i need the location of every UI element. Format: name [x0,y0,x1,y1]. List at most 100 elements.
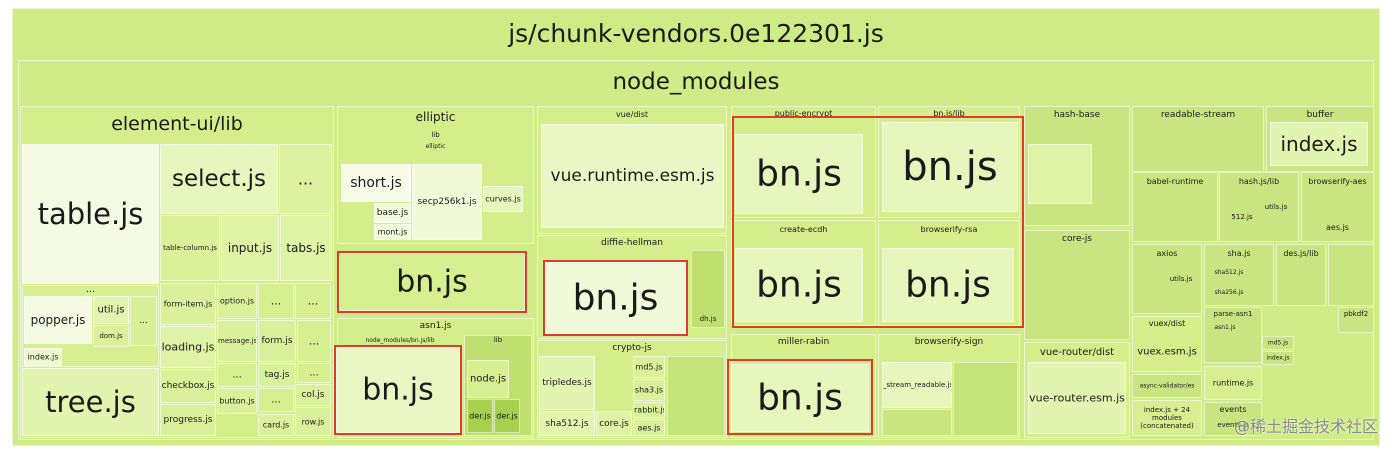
sha-js-cell[interactable]: sha.js sha512.js sha256.js [1204,244,1274,306]
axios-label: axios [1156,249,1178,258]
message-js-cell[interactable]: message.js [217,320,257,362]
miller-rabin-bn-cell[interactable]: bn.js [731,364,869,432]
element-ui-dots-b[interactable]: ... [295,283,331,319]
index-js-small-cell[interactable]: index.js [24,348,62,366]
public-encrypt-bn-cell[interactable]: bn.js [735,134,863,214]
core-js-small-cell[interactable]: core.js [596,411,632,436]
util-js-label: util.js [97,304,125,316]
hash-js-lib-cell[interactable]: hash.js/lib 512.js utils.js [1219,172,1299,242]
secp256k1-js-cell[interactable]: secp256k1.js [412,164,482,240]
element-ui-dots-e[interactable]: ... [297,363,331,383]
option-js-label: option.js [219,296,255,306]
axios-cell[interactable]: axios utils.js [1132,244,1202,314]
popper-js-cell[interactable]: popper.js [24,296,92,344]
misc-right-cell[interactable] [1328,244,1374,306]
asn1-bn-js-cell[interactable]: bn.js [336,347,460,433]
aes-js-small-cell[interactable]: aes.js [633,419,665,436]
bn-lib-label: bn.js/lib [933,109,965,118]
table-column-js-cell[interactable]: table-column.js [160,215,220,281]
element-ui-dots-a[interactable]: ... [258,283,294,319]
watermark: @稀土掘金技术社区 [1233,417,1378,436]
der-js-cell-b[interactable]: der.js [494,399,520,433]
tag-js-cell[interactable]: tag.js [258,363,296,387]
form-js-cell[interactable]: form.js [258,320,296,362]
col-js-cell[interactable]: col.js [295,384,331,406]
col-js-label: col.js [301,390,325,400]
checkbox-js-cell[interactable]: checkbox.js [160,369,216,403]
parse-asn1-cell[interactable]: parse-asn1 asn1.js [1204,307,1262,363]
events-cell[interactable]: events events.js [1204,402,1262,436]
browserify-rsa-label: browserify-rsa [920,225,978,234]
button-js-cell[interactable]: button.js [217,388,257,414]
browserify-sign-rest-cell[interactable] [953,362,1018,436]
readable-stream-cell[interactable]: readable-stream [1132,106,1264,172]
crypto-js-label: crypto-js [612,343,652,353]
util-js-cell[interactable]: util.js [93,296,129,324]
vuex-dist-label: vuex/dist [1148,319,1186,328]
stream-readable-cell[interactable]: _stream_readable.js [882,362,952,408]
base-js-cell[interactable]: base.js [374,203,411,223]
md5-js-cell[interactable]: md5.js [633,356,665,378]
crypto-js-rest-cell[interactable] [667,356,725,436]
vue-router-esm-cell[interactable]: vue-router.esm.js [1028,362,1126,434]
md5-js-lib-cell[interactable]: md5.js [1262,336,1294,350]
parse-asn1-asn1-label: asn1.js [1214,324,1236,331]
bn-lib-bn-cell[interactable]: bn.js [882,122,1018,212]
node-js-cell[interactable]: node.js [467,360,509,398]
select-js-cell[interactable]: select.js [160,144,278,214]
elliptic-lib-label: lib [431,131,440,139]
element-ui-dots-d[interactable]: ... [217,363,257,387]
element-ui-small-more-cell[interactable]: ... [130,296,157,346]
bn-js-middle-cell[interactable]: bn.js [339,253,525,311]
index-js-right-cell[interactable]: index.js [1262,351,1294,365]
table-js-cell[interactable]: table.js [22,144,159,284]
browserify-aes-cell[interactable]: browserify-aes aes.js [1301,172,1374,242]
vuex-dist-cell[interactable]: vuex/dist vuex.esm.js [1132,316,1202,372]
sha512-js-label: sha512.js [545,418,589,429]
core-js-cell[interactable]: core-js [1024,230,1130,340]
progress-js-cell[interactable]: progress.js [160,404,216,436]
form-item-js-cell[interactable]: form-item.js [160,283,216,325]
sha3-js-cell[interactable]: sha3.js [633,379,665,401]
browserify-rsa-bn-cell[interactable]: bn.js [882,248,1014,322]
concat-modules-cell[interactable]: index.js + 24 modules (concatenated) [1132,400,1202,436]
diffie-bn-js-cell[interactable]: bn.js [545,262,686,334]
short-js-cell[interactable]: short.js [341,164,411,202]
bn-js-middle-highlight [337,251,527,313]
element-ui-dots-f[interactable]: ... [258,388,294,412]
rabbit-js-cell[interactable]: rabbit.js [633,402,665,418]
tabs-js-cell[interactable]: tabs.js [280,215,332,281]
option-js-cell[interactable]: option.js [217,283,257,319]
hash-base-inner-cell[interactable] [1028,144,1092,204]
input-js-cell[interactable]: input.js [221,215,279,281]
checkbox-js-label: checkbox.js [161,381,215,391]
vue-runtime-esm-cell[interactable]: vue.runtime.esm.js [541,124,724,228]
runtime-js-cell[interactable]: runtime.js [1204,366,1262,400]
dh-js-cell[interactable]: dh.js [691,250,725,328]
row-js-cell[interactable]: row.js [295,407,331,436]
loading-js-cell[interactable]: loading.js [160,326,216,368]
pbkdf2-cell[interactable]: pbkdf2 [1338,307,1374,333]
public-encrypt-label: public-encrypt [774,109,833,118]
der-js-cell-a[interactable]: der.js [467,399,493,433]
sha512-js-cell[interactable]: sha512.js [539,411,595,436]
element-ui-dots-c[interactable]: ... [297,320,331,362]
tripledes-js-cell[interactable]: tripledes.js [539,356,595,410]
axios-utils-label: utils.js [1169,275,1193,283]
dom-js-cell[interactable]: dom.js [93,325,129,347]
element-ui-more-cell[interactable]: ... [279,144,332,214]
sha3-js-label: sha3.js [634,385,664,395]
des-js-lib-cell[interactable]: des.js/lib [1276,244,1326,306]
card-js-cell[interactable]: card.js [258,414,294,436]
babel-runtime-cell[interactable]: babel-runtime [1132,172,1218,242]
buffer-index-js-cell[interactable]: index.js [1270,122,1368,166]
create-ecdh-bn-cell[interactable]: bn.js [735,248,863,322]
async-validator-cell[interactable]: async-validator/es [1132,374,1202,398]
sha-js-256-label: sha256.js [1214,289,1244,296]
mont-js-cell[interactable]: mont.js [374,224,411,240]
curves-js-cell[interactable]: curves.js [483,186,523,212]
browserify-sign-small-cell[interactable] [882,409,952,436]
chunk-vendors-label: js/chunk-vendors.0e122301.js [508,19,884,48]
tree-js-cell[interactable]: tree.js [22,368,159,436]
runtime-js-label: runtime.js [1212,378,1254,388]
